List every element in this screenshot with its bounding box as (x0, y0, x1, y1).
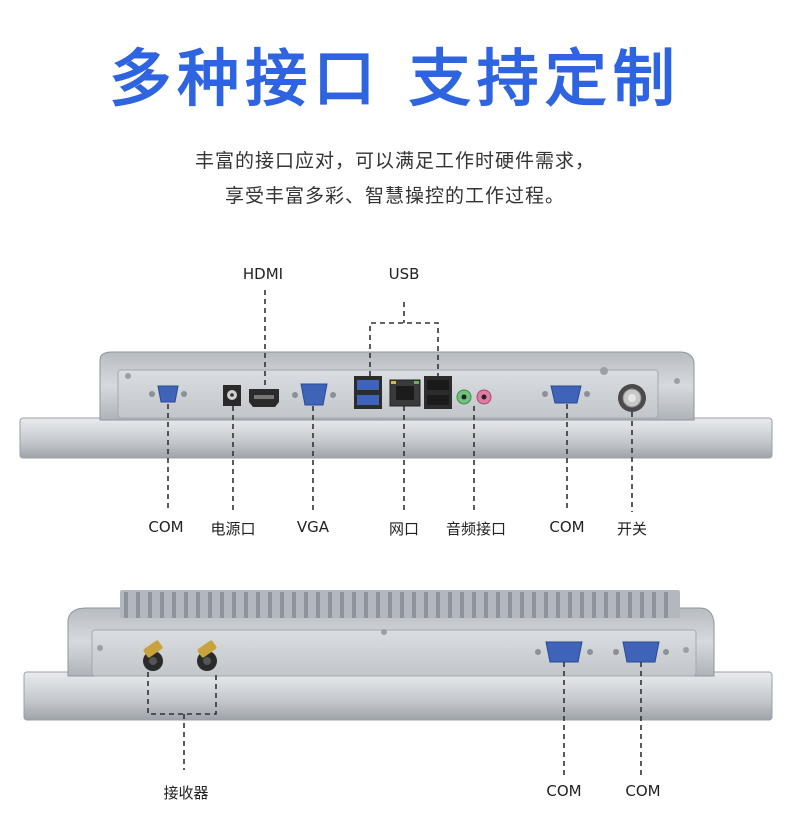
screw-icon (125, 373, 131, 379)
power-switch-icon (618, 384, 646, 412)
top-leader-lines (167, 290, 633, 512)
subtitle-line-1: 丰富的接口应对，可以满足工作时硬件需求， (194, 150, 595, 172)
label-switch: 开关 (616, 520, 648, 538)
subtitle-line-2: 享受丰富多彩、智慧操控的工作过程。 (224, 185, 565, 207)
antenna-connector-left-icon (143, 640, 163, 671)
screw-icon (683, 647, 689, 653)
screw-icon (600, 367, 608, 375)
audio-hole-icon (481, 394, 487, 400)
screw-icon (97, 645, 103, 651)
com-port-bottom-2-icon (613, 641, 669, 663)
label-hdmi: HDMI (242, 265, 284, 283)
page-title: 多种接口 支持定制 (109, 42, 681, 115)
label-power: 电源口 (210, 520, 256, 538)
label-lan: 网口 (388, 520, 420, 538)
label-antenna: 接收器 (163, 784, 209, 802)
screw-icon (674, 378, 680, 384)
label-audio: 音频接口 (445, 520, 507, 538)
top-frame (19, 417, 773, 459)
label-com-bottom-1: COM (546, 782, 582, 800)
antenna-connector-right-icon (197, 640, 217, 671)
top-device (19, 290, 773, 512)
label-usb: USB (388, 265, 420, 283)
usb-port-blue-icon (354, 376, 382, 409)
hdmi-port-icon (249, 389, 279, 407)
heatsink-fins (120, 590, 680, 618)
label-com-left: COM (148, 518, 184, 536)
bottom-frame (23, 671, 773, 721)
label-com-right: COM (549, 518, 585, 536)
screw-icon (381, 629, 387, 635)
power-jack-icon (223, 385, 241, 406)
lan-port-icon (389, 379, 421, 407)
usb-port-black-icon (424, 376, 452, 409)
label-vga: VGA (296, 518, 330, 536)
com-port-bottom-1-icon (535, 641, 593, 663)
bottom-port-plate (91, 629, 697, 677)
audio-hole-icon (461, 394, 467, 400)
vga-port-icon (292, 383, 336, 406)
label-com-bottom-2: COM (625, 782, 661, 800)
com-port-left-icon (149, 385, 187, 403)
bottom-device (23, 590, 773, 775)
com-port-right-icon (542, 385, 590, 404)
bottom-leader-lines (147, 662, 642, 775)
